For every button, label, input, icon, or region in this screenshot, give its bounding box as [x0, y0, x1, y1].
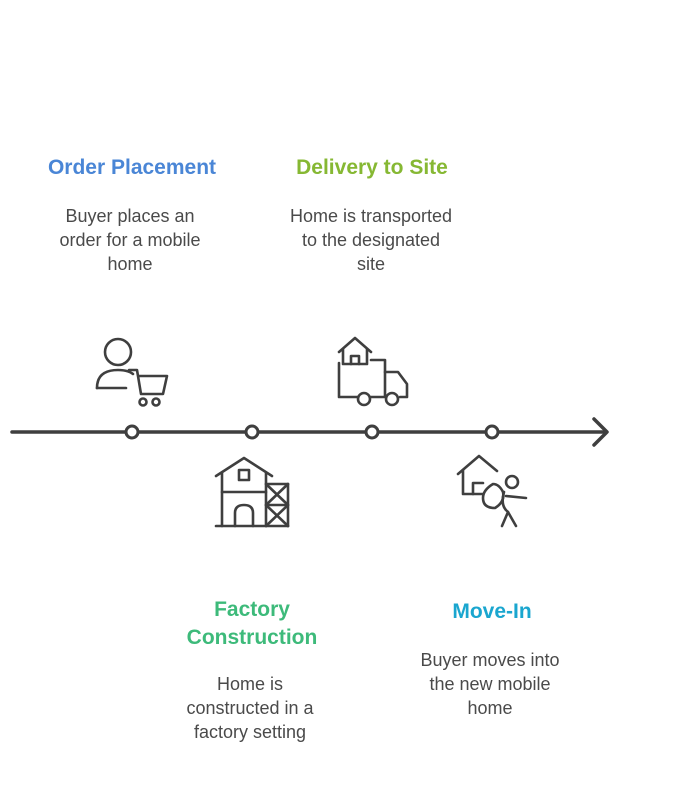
step-title-order-placement: Order Placement: [47, 156, 217, 179]
step-title-move-in: Move-In: [452, 600, 532, 623]
step-description-order-placement: Buyer places an order for a mobile home: [59, 206, 201, 274]
timeline-marker-delivery-to-site: [364, 424, 380, 440]
timeline-marker-factory-construction: [244, 424, 260, 440]
step-title-factory-construction: Factory Construction: [186, 598, 318, 649]
shopper-cart-icon: [95, 337, 169, 407]
house-person-moving-icon: [456, 454, 528, 528]
building-scaffold-icon: [214, 456, 290, 528]
step-description-move-in: Buyer moves into the new mobile home: [420, 650, 560, 718]
timeline-marker-move-in: [484, 424, 500, 440]
house-truck-icon: [337, 336, 409, 407]
step-description-factory-construction: Home is constructed in a factory setting: [186, 674, 314, 742]
step-title-delivery-to-site: Delivery to Site: [296, 156, 448, 179]
timeline-arrowhead: [592, 417, 609, 447]
timeline-marker-order-placement: [124, 424, 140, 440]
step-description-delivery-to-site: Home is transported to the designated si…: [289, 206, 453, 274]
